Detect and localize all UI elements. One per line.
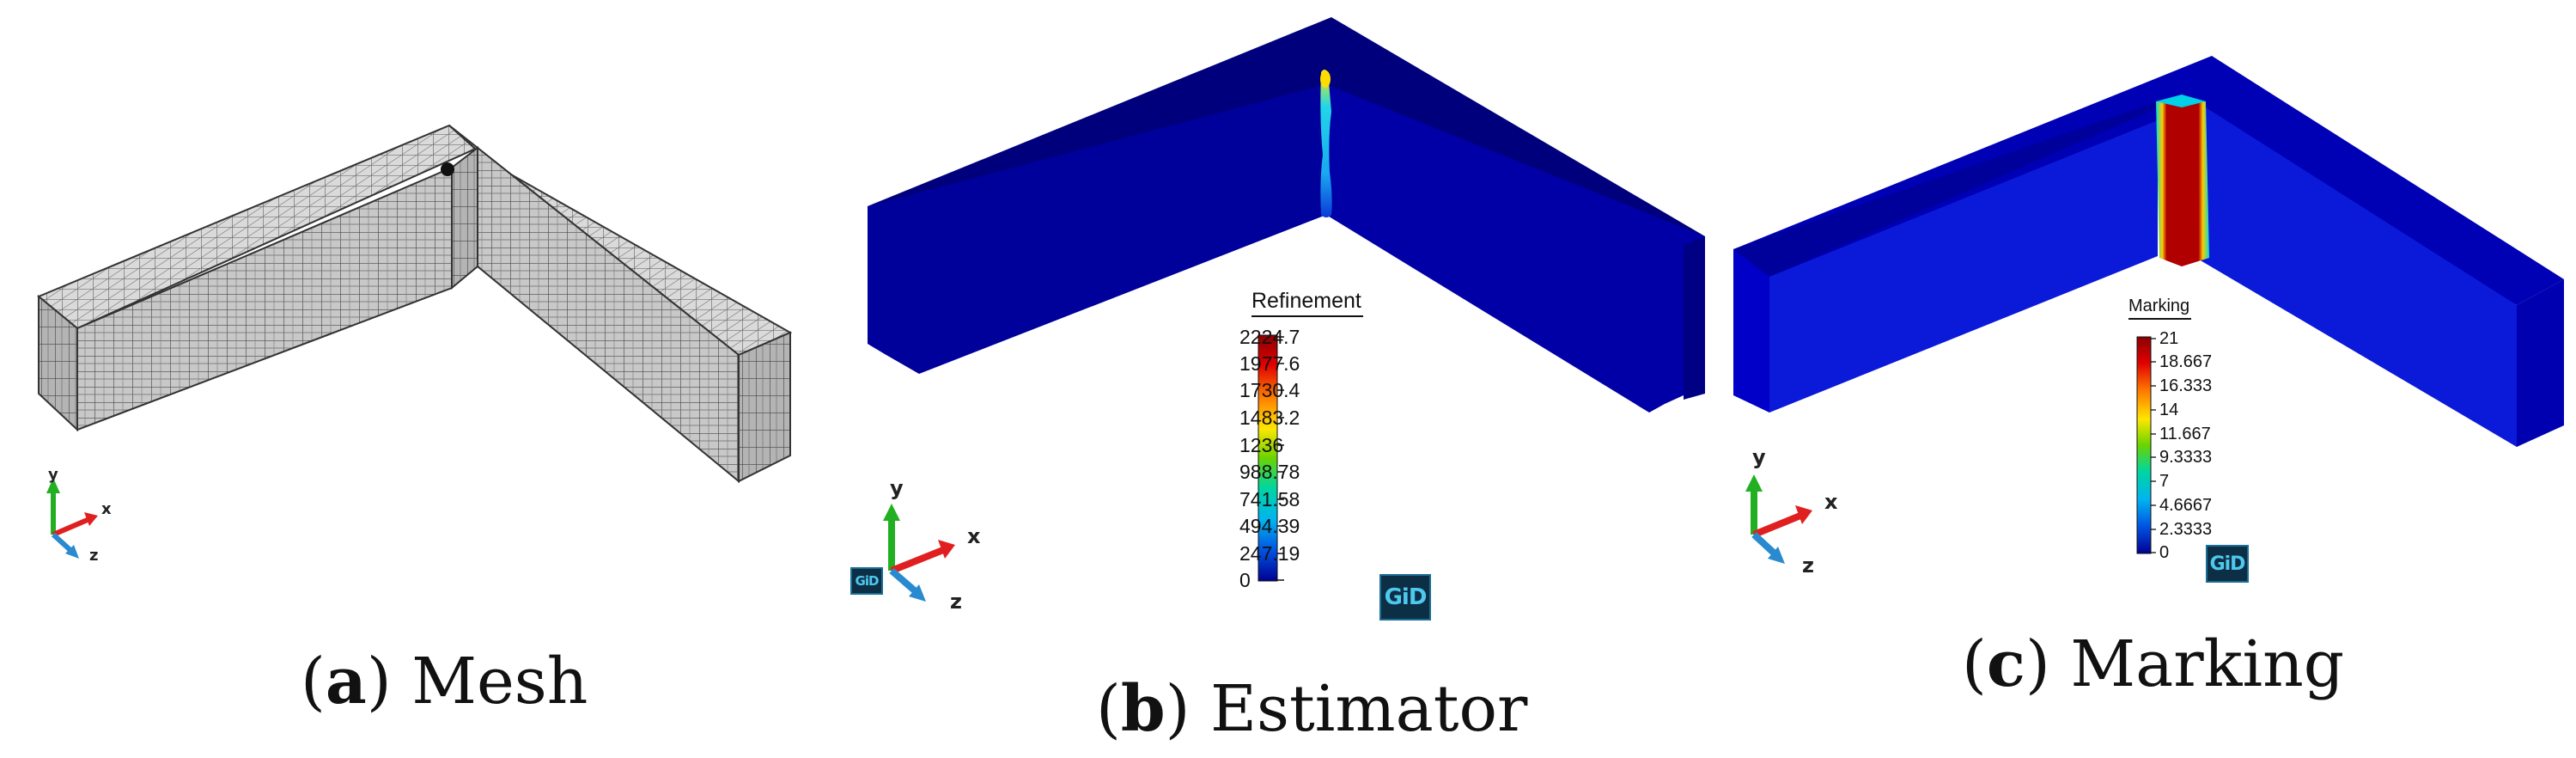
- panel-estimator: Refinement 2224.7 1977.6 1730.4 1483.2 1…: [825, 0, 1718, 758]
- caption-title: Estimator: [1210, 672, 1528, 746]
- marking-top-strip: [1733, 101, 2169, 277]
- refinement-tick: 0: [1239, 569, 1251, 591]
- caption-marking: (c) Marking: [1962, 627, 2345, 701]
- mesh-refined-spot: [441, 162, 454, 176]
- caption-letter: a: [325, 645, 367, 718]
- marking-colorbar: [2136, 336, 2152, 554]
- panel-marking: Marking 21 18.667 16.333 14 11.667 9.333…: [1718, 0, 2576, 758]
- axis-label-y: y: [1752, 445, 1766, 469]
- caption-letter: b: [1120, 672, 1166, 746]
- axis-label-x: x: [1824, 490, 1838, 514]
- panel-mesh: y x z (a) Mesh: [0, 0, 825, 758]
- caption-estimator: (b) Estimator: [1096, 672, 1528, 746]
- marking-red-band: [2156, 101, 2209, 266]
- marking-tick: 18.667: [2159, 352, 2213, 371]
- caption-mesh: (a) Mesh: [301, 645, 588, 718]
- refinement-tick: 247.19: [1239, 542, 1300, 565]
- axis-label-z: z: [950, 590, 962, 614]
- marking-tick: 0: [2159, 543, 2170, 562]
- caption-title: Mesh: [411, 645, 588, 718]
- marking-end-face: [2517, 279, 2564, 447]
- marking-legend-title: Marking: [2128, 296, 2192, 320]
- refinement-tick: 1730.4: [1239, 379, 1300, 401]
- refinement-tick: 1977.6: [1239, 352, 1300, 375]
- gid-logo: GiD: [2206, 545, 2249, 583]
- refinement-tick: 2224.7: [1239, 326, 1300, 348]
- marking-tick: 7: [2159, 472, 2170, 491]
- axis-triad-a: [46, 478, 98, 559]
- gid-logo: GiD: [1379, 574, 1431, 620]
- refinement-tick: 1236: [1239, 434, 1284, 456]
- axis-label-z: z: [1802, 553, 1814, 578]
- refinement-colorbar: [1258, 334, 1278, 582]
- marking-tick: 16.333: [2159, 376, 2213, 395]
- refinement-tick: 494.39: [1239, 515, 1300, 537]
- estimator-front-left: [868, 84, 1326, 374]
- axis-label-y: y: [48, 466, 58, 484]
- refinement-tick: 1483.2: [1239, 407, 1300, 429]
- caption-title: Marking: [2070, 627, 2345, 701]
- gid-logo-small: GiD: [850, 567, 883, 595]
- marking-tick: 14: [2159, 400, 2179, 419]
- axis-label-x: x: [967, 524, 981, 548]
- refinement-legend-title: Refinement: [1251, 289, 1363, 317]
- marking-red-band-top: [2156, 95, 2206, 107]
- marking-tick: 9.3333: [2159, 448, 2213, 467]
- estimator-front-right: [1326, 84, 1705, 413]
- marking-tick: 21: [2159, 329, 2179, 348]
- marking-model: [1733, 56, 2564, 564]
- axis-label-y: y: [890, 476, 904, 500]
- marking-tick: 2.3333: [2159, 520, 2213, 539]
- estimator-end-face: [1684, 236, 1705, 400]
- axis-label-x: x: [101, 500, 112, 518]
- marking-front-left: [1733, 249, 1769, 413]
- axis-label-z: z: [89, 547, 99, 565]
- marking-front-right-long: [2199, 103, 2517, 447]
- mesh-front-right-end: [738, 331, 791, 483]
- marking-front-left-long: [1769, 120, 2158, 413]
- estimator-hot-streak: [1320, 70, 1332, 217]
- mesh-model: [37, 124, 793, 484]
- caption-letter: c: [1986, 627, 2025, 701]
- estimator-model: [868, 17, 1705, 602]
- refinement-tick: 741.58: [1239, 488, 1300, 510]
- refinement-tick: 988.78: [1239, 461, 1300, 483]
- marking-tick: 11.667: [2159, 425, 2211, 443]
- marking-tick: 4.6667: [2159, 496, 2213, 515]
- estimator-hotspot: [1320, 70, 1331, 88]
